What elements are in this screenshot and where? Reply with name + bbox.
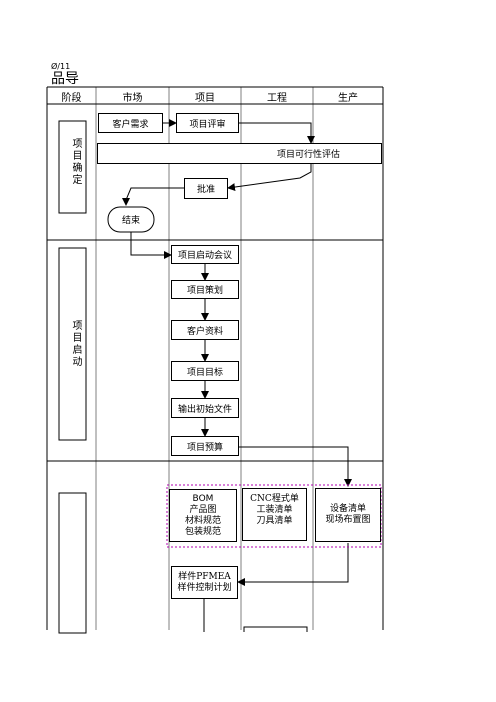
node-cnc: CNC程式单 工装清单 刀具清单 <box>242 488 307 541</box>
node-budget: 项目预算 <box>171 436 239 456</box>
stage-label-kickoff: 项目启动 <box>70 320 81 368</box>
deliverables-group <box>166 484 382 548</box>
column-header-stage: 阶段 <box>61 93 82 104</box>
connector-budget-equipment <box>239 446 352 487</box>
end-terminator <box>107 206 155 233</box>
node-initial-docs: 输出初始文件 <box>171 398 239 418</box>
column-header-market: 市场 <box>122 93 143 104</box>
connector-approval-end <box>122 187 184 206</box>
node-feasibility: 项目可行性评估 <box>97 143 382 164</box>
node-project-review: 项目评审 <box>176 113 239 133</box>
node-approval: 批准 <box>184 178 228 199</box>
table-grid <box>46 86 384 630</box>
column-header-engineering: 工程 <box>267 93 287 104</box>
node-customer-data: 客户资料 <box>171 320 239 340</box>
doc-number-fragment: Ø/11 <box>51 62 71 71</box>
node-customer-demand: 客户需求 <box>98 113 163 133</box>
connector-feasibility-approval <box>227 164 312 191</box>
connector-equipment-sample <box>237 543 349 586</box>
partial-engineering-box <box>243 626 308 632</box>
page-title: 品导 <box>51 71 79 87</box>
connector-review-feasibility <box>239 122 315 144</box>
node-planning: 项目策划 <box>171 280 239 299</box>
stage-box-1 <box>58 120 87 214</box>
stage-box-2 <box>58 247 87 441</box>
node-equipment: 设备清单 现场布置图 <box>315 488 381 542</box>
node-sample: 样件PFMEA 样件控制计划 <box>171 566 238 599</box>
node-kickoff: 项目启动会议 <box>171 245 239 264</box>
node-end-label: 结束 <box>121 216 140 226</box>
connector-end-kickoff <box>130 232 172 259</box>
stage-box-3 <box>58 492 87 634</box>
node-goal: 项目目标 <box>171 361 239 381</box>
stage-label-confirm: 项目确定 <box>70 138 81 186</box>
node-bom: BOM 产品图 材料规范 包装规范 <box>169 489 237 542</box>
column-header-production: 生产 <box>338 93 358 104</box>
column-header-project: 项目 <box>195 93 215 104</box>
